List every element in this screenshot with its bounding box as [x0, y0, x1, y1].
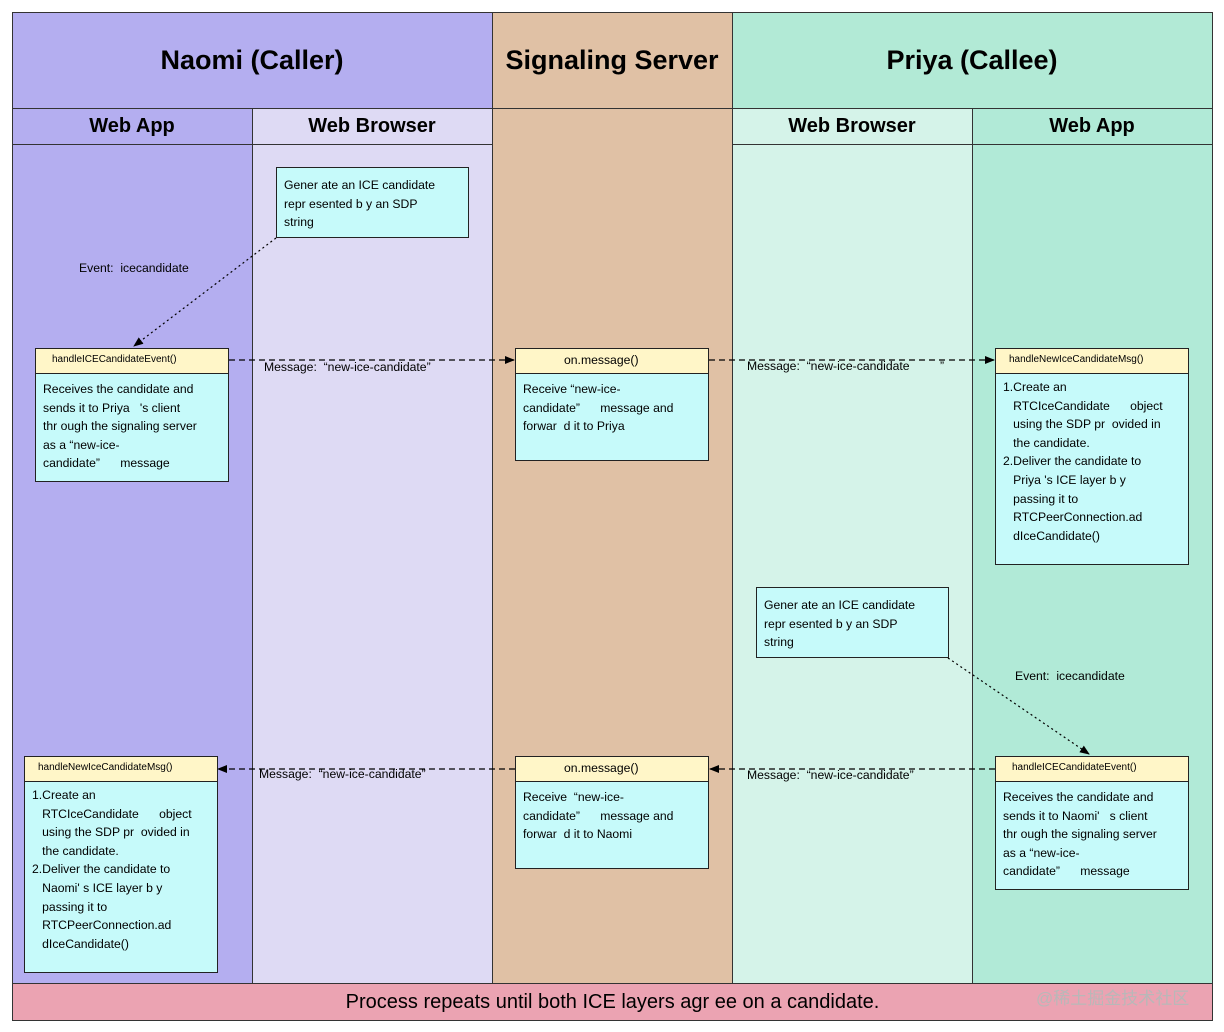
box-text: Receive “new-ice- candidate” message and… — [523, 382, 674, 434]
handle-new-ice-candidate-box-priya: handleNewIceCandidateMsg() 1.Create an R… — [995, 348, 1189, 565]
label-event-priya: Event: icecandidate — [1015, 669, 1125, 683]
server-title: Signaling Server — [505, 44, 719, 75]
arrow-event-priya — [947, 657, 1090, 755]
callee-browser-lane — [732, 108, 972, 984]
label-msg-2: Message: “new-ice-candidate ” — [747, 359, 945, 373]
footer-banner: Process repeats until both ICE layers ag… — [13, 984, 1212, 1020]
server-on-message-box-bottom: on.message() Receive “new-ice- candidate… — [515, 756, 709, 869]
generate-candidate-box-naomi: Gener ate an ICE candidate repr esented … — [276, 167, 469, 238]
box-text: Receives the candidate and sends it to N… — [1003, 790, 1157, 879]
box-text: Gener ate an ICE candidate repr esented … — [284, 178, 436, 230]
generate-candidate-box-priya: Gener ate an ICE candidate repr esented … — [756, 587, 949, 658]
label-msg-4: Message: “new-ice-candidate” — [259, 767, 426, 781]
box-text: Receive “new-ice- candidate” message and… — [523, 790, 674, 842]
box-text: Gener ate an ICE candidate repr esented … — [764, 598, 916, 650]
arrow-event-naomi — [133, 237, 277, 347]
divider-line — [732, 12, 733, 984]
divider-line — [972, 108, 973, 984]
box-header: on.message() — [516, 757, 708, 782]
divider-line — [12, 983, 1213, 984]
handle-ice-candidate-event-box-naomi: handleICECandidateEvent() Receives the c… — [35, 348, 229, 482]
box-text: Receives the candidate and sends it to P… — [43, 382, 197, 471]
box-header: handleNewIceCandidateMsg() — [996, 349, 1188, 374]
box-header: handleICECandidateEvent() — [36, 349, 228, 374]
label-msg-1: Message: “new-ice-candidate” — [264, 360, 431, 374]
server-on-message-box-top: on.message() Receive “new-ice- candidate… — [515, 348, 709, 461]
callee-browser-title: Web Browser — [788, 115, 916, 137]
callee-title: Priya (Callee) — [886, 44, 1058, 75]
label-msg-3: Message: “new-ice-candidate” — [747, 768, 914, 782]
watermark: @稀土掘金技术社区 — [1036, 989, 1190, 1008]
box-header: on.message() — [516, 349, 708, 374]
divider-line — [12, 108, 1213, 109]
label-event-naomi: Event: icecandidate — [79, 261, 189, 275]
handle-ice-candidate-event-box-priya: handleICECandidateEvent() Receives the c… — [995, 756, 1189, 890]
caller-browser-lane — [252, 108, 492, 984]
box-text: 1.Create an RTCIceCandidate object using… — [1003, 380, 1163, 543]
box-header: handleICECandidateEvent() — [996, 757, 1188, 782]
box-header: handleNewIceCandidateMsg() — [25, 757, 217, 782]
divider-line — [252, 108, 253, 984]
callee-title-bg — [732, 12, 1212, 108]
caller-title-bg — [12, 12, 492, 108]
caller-title: Naomi (Caller) — [160, 44, 344, 75]
callee-app-title: Web App — [1049, 115, 1135, 137]
handle-new-ice-candidate-box-naomi: handleNewIceCandidateMsg() 1.Create an R… — [24, 756, 218, 973]
caller-app-title: Web App — [89, 115, 175, 137]
caller-browser-title: Web Browser — [308, 115, 436, 137]
box-text: 1.Create an RTCIceCandidate object using… — [32, 788, 192, 951]
divider-line — [492, 12, 493, 984]
diagram-frame — [12, 12, 1213, 1021]
server-title-bg — [492, 12, 732, 108]
